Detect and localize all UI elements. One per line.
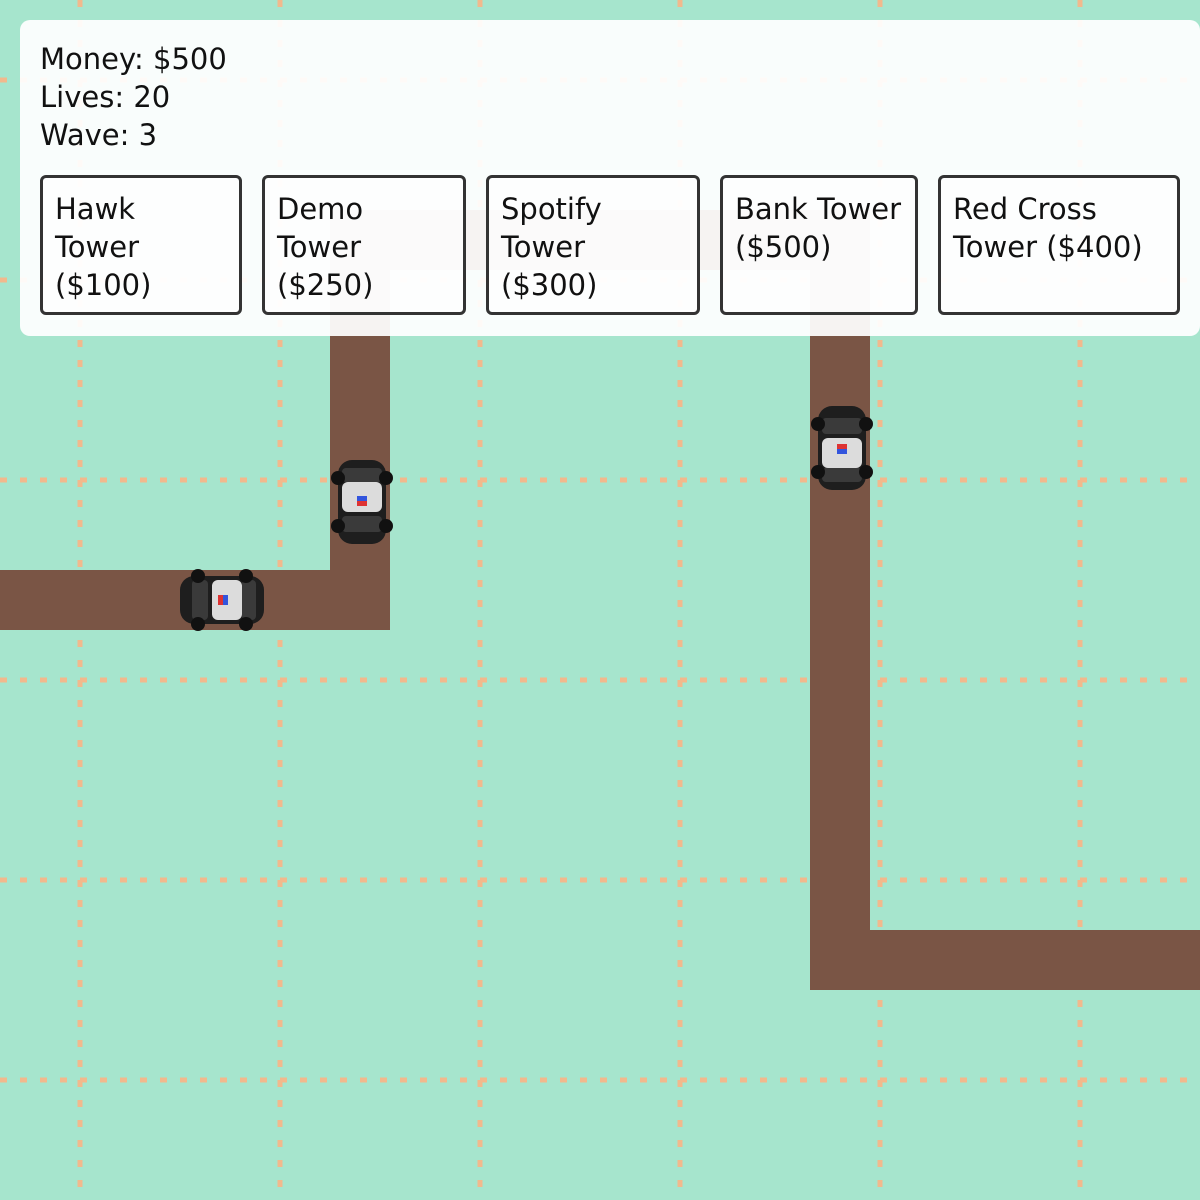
hawk-tower-button[interactable]: Hawk Tower ($100)	[40, 175, 242, 315]
hud-panel: Money: $500 Lives: 20 Wave: 3 Hawk Tower…	[20, 20, 1200, 336]
demo-tower-button[interactable]: Demo Tower ($250)	[262, 175, 466, 315]
spotify-tower-button[interactable]: Spotify Tower ($300)	[486, 175, 700, 315]
path-segment	[810, 210, 870, 990]
path-segment	[810, 930, 1200, 990]
red-cross-tower-button[interactable]: Red Cross Tower ($400)	[938, 175, 1180, 315]
police-car-enemy	[811, 406, 873, 490]
bank-tower-button[interactable]: Bank Tower ($500)	[720, 175, 918, 315]
police-car-enemy	[331, 460, 393, 544]
lives-display: Lives: 20	[40, 80, 171, 114]
money-display: Money: $500	[40, 42, 227, 76]
wave-display: Wave: 3	[40, 118, 158, 152]
police-car-enemy	[180, 569, 264, 631]
